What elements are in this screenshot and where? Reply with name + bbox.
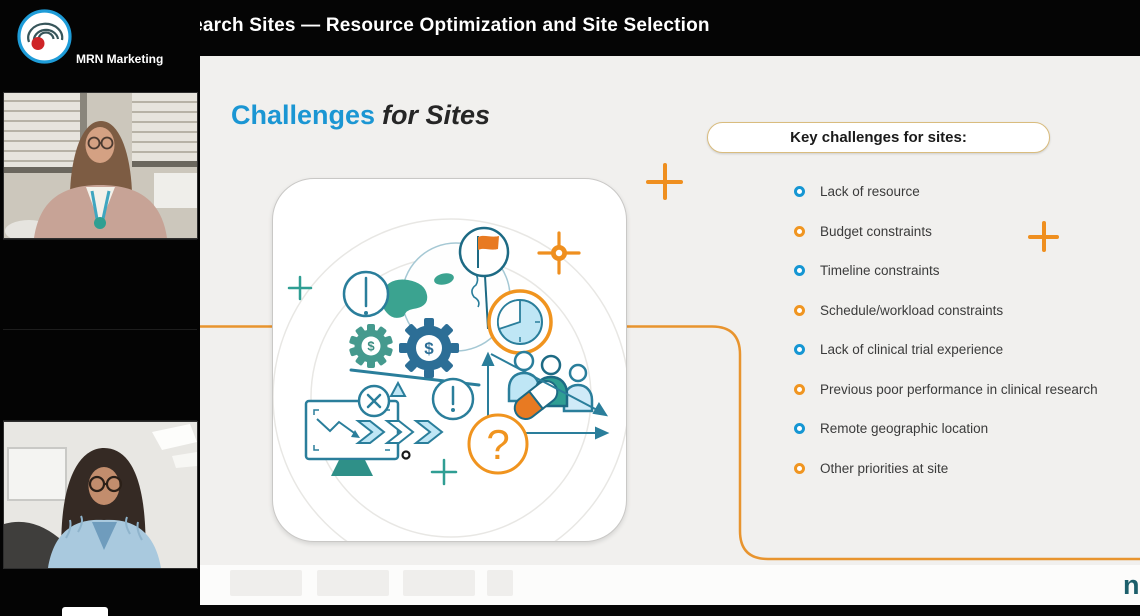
svg-text:$: $: [367, 339, 375, 354]
list-item: Timeline constraints: [794, 251, 1098, 291]
sidebar-handle[interactable]: [62, 607, 108, 616]
callout-label: Key challenges for sites:: [790, 129, 967, 146]
thumbnail-placeholder: [230, 570, 302, 596]
capsule-icon: [513, 380, 559, 420]
trend-down-arrow: [490, 353, 609, 417]
bullet-icon: [794, 304, 805, 316]
tile-divider: [3, 329, 197, 330]
slide-footer-strip: [200, 565, 1140, 605]
chevron-arrows-icon: [355, 420, 444, 444]
bullet-icon: [794, 383, 805, 395]
clock-icon: [487, 289, 553, 355]
challenges-illustration: $ $: [273, 218, 626, 541]
list-item: Schedule/workload constraints: [794, 291, 1098, 331]
list-item-label: Lack of clinical trial experience: [820, 342, 1004, 358]
slide-bottom-bar: [200, 605, 1140, 616]
list-item: Budget constraints: [794, 212, 1098, 252]
list-item: Remote geographic location: [794, 409, 1098, 449]
list-item-label: Other priorities at site: [820, 460, 949, 476]
svg-text:?: ?: [486, 421, 509, 468]
brand-name: MRN Marketing: [76, 52, 164, 66]
plus-decoration: [1028, 221, 1059, 252]
thumbnail-placeholder: [487, 570, 513, 596]
question-mark-icon: ?: [467, 413, 529, 475]
x-mark-icon: [357, 384, 391, 418]
list-item: Previous poor performance in clinical re…: [794, 370, 1098, 410]
bullet-icon: [794, 186, 805, 198]
plus-icon: [287, 275, 458, 486]
tile-divider: [3, 239, 197, 240]
slide-title-highlight: Challenges: [231, 100, 376, 130]
plus-decoration: [646, 163, 683, 200]
gear-dollar-icon: $: [399, 318, 459, 378]
partial-brand-logo: n: [1123, 570, 1140, 600]
list-item-label: Timeline constraints: [820, 263, 940, 279]
bullet-icon: [794, 423, 805, 435]
key-challenges-callout: Key challenges for sites:: [707, 122, 1050, 153]
list-item-label: Budget constraints: [820, 223, 932, 239]
participants-panel: MRN Marketing: [0, 0, 200, 616]
tile-divider: [3, 420, 197, 421]
challenges-list: Lack of resource Budget constraints Time…: [794, 172, 1098, 488]
svg-text:$: $: [424, 339, 434, 358]
illustration-card: $ $: [272, 178, 627, 542]
list-item-label: Remote geographic location: [820, 421, 989, 437]
list-item-label: Lack of resource: [820, 184, 920, 200]
alert-icon: [342, 270, 390, 318]
bullet-icon: [794, 344, 805, 356]
thumbnail-placeholder: [403, 570, 475, 596]
dot-decoration: [401, 450, 411, 460]
list-item: Lack of resource: [794, 172, 1098, 212]
list-item: Lack of clinical trial experience: [794, 330, 1098, 370]
thumbnail-placeholder: [317, 570, 389, 596]
bullet-icon: [794, 462, 805, 474]
compass-icon: [537, 231, 581, 275]
gear-dollar-icon: $: [348, 324, 394, 368]
participant-video-1[interactable]: [3, 92, 198, 239]
bullet-icon: [794, 265, 805, 277]
bullet-icon: [794, 225, 805, 237]
list-item: Other priorities at site: [794, 449, 1098, 489]
list-item-label: Previous poor performance in clinical re…: [820, 381, 1098, 397]
alert-icon: [431, 377, 475, 421]
brand-logo-icon: [17, 9, 72, 64]
meeting-title: Clinical Research Sites — Resource Optim…: [82, 15, 710, 36]
slide-title-rest: for Sites: [382, 100, 491, 130]
participant-video-2[interactable]: [3, 421, 198, 569]
list-item-label: Schedule/workload constraints: [820, 302, 1004, 318]
